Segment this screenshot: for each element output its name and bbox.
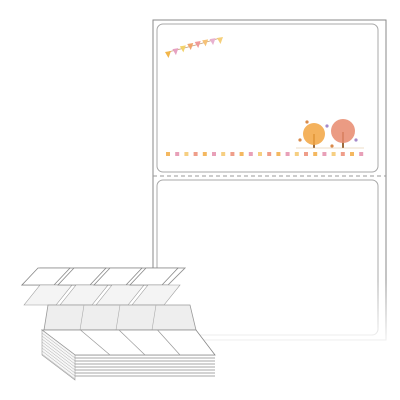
dot [285, 152, 290, 156]
dot [359, 152, 364, 156]
pennant [187, 43, 194, 51]
fanfold-fold-divider [151, 304, 157, 331]
dot [331, 152, 336, 156]
fanfold-front-divider [118, 329, 146, 356]
tree-crown [303, 123, 325, 145]
dot [221, 152, 226, 156]
dot [340, 152, 345, 156]
bunting-garland-icon [165, 37, 223, 58]
fanfold-side-edge [41, 332, 76, 359]
falling-leaf [354, 138, 358, 142]
dot [230, 152, 235, 156]
fanfold-side-edge [41, 347, 76, 374]
fanfold-front-divider [157, 329, 181, 356]
dot [248, 152, 253, 156]
autumn-trees-icon [296, 119, 364, 149]
tree-crown [331, 119, 355, 143]
dot [294, 152, 299, 156]
falling-leaf [325, 124, 329, 128]
fanfold-side-edge [41, 350, 76, 377]
fanfold-fold-divider [79, 304, 85, 331]
dot [276, 152, 281, 156]
dot [267, 152, 272, 156]
falling-leaf [298, 138, 302, 142]
pennant [165, 51, 171, 58]
dot [322, 152, 327, 156]
dot [202, 152, 207, 156]
fanfold-side-edge [41, 335, 76, 362]
dot [313, 152, 318, 156]
dot [350, 152, 354, 156]
dot [166, 152, 170, 156]
fanfold-side-edge [41, 338, 76, 365]
dot [175, 152, 180, 156]
pennant [209, 38, 216, 46]
falling-leaf [330, 144, 334, 148]
dot [212, 152, 216, 156]
fanfold-lower-labels [40, 329, 216, 381]
fanfold-side-edge [41, 353, 76, 380]
fanfold-label-stack-icon [20, 267, 216, 381]
dot [239, 152, 244, 156]
fanfold-side-edge [41, 344, 76, 371]
fanfold-upper-labels [21, 267, 197, 331]
fanfold-fold-divider [115, 304, 121, 331]
fanfold-side-edge [41, 341, 76, 368]
pennant [194, 41, 201, 49]
pennant [217, 37, 223, 44]
dot [193, 152, 198, 156]
fanfold-front-divider [80, 329, 111, 356]
pennant [179, 45, 186, 53]
dot [258, 152, 262, 156]
pennant [202, 39, 209, 47]
dotted-border-row [166, 152, 364, 156]
pennant [172, 48, 179, 56]
fanfold-fold-panel [43, 304, 197, 331]
dot [304, 152, 308, 156]
falling-leaf [305, 120, 309, 124]
dot [184, 152, 189, 156]
